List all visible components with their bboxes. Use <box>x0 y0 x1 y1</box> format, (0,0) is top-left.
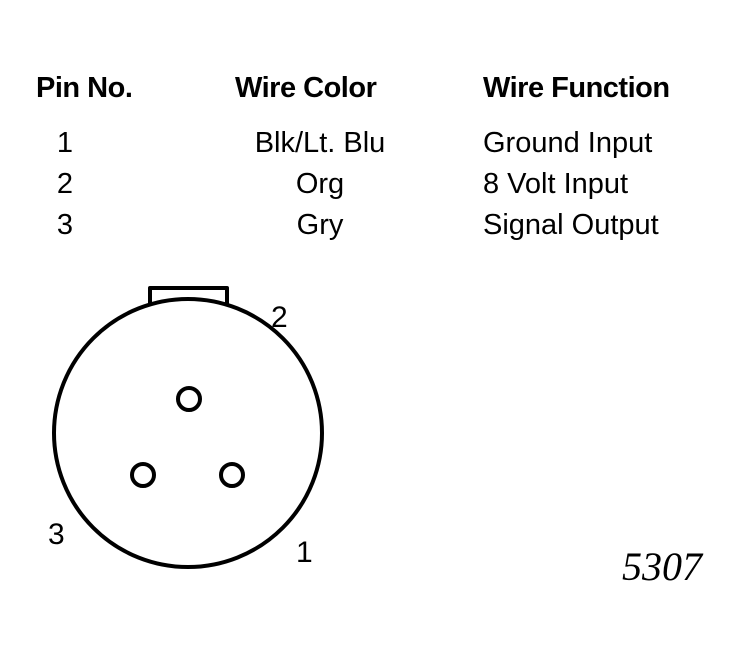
connector-diagram: 2 3 1 <box>48 286 324 569</box>
pin-number: 3 <box>56 209 74 241</box>
pin-label-1: 1 <box>296 536 313 569</box>
pin-1-socket <box>219 462 245 488</box>
pin-3-socket <box>130 462 156 488</box>
pin-label-3: 3 <box>48 518 65 551</box>
wire-color: Blk/Lt. Blu <box>254 127 386 159</box>
header-wire-function: Wire Function <box>483 72 670 104</box>
connector-body <box>52 297 324 569</box>
header-pin-no: Pin No. <box>36 72 133 104</box>
table-row: 2 Org 8 Volt Input <box>0 168 756 208</box>
header-wire-color: Wire Color <box>235 72 377 104</box>
wire-function: 8 Volt Input <box>483 168 629 200</box>
connector-key-tab <box>148 286 229 314</box>
wire-color: Gry <box>296 209 344 241</box>
wire-color: Org <box>295 168 345 200</box>
table-row: 1 Blk/Lt. Blu Ground Input <box>0 127 756 167</box>
figure-number: 5307 <box>622 544 702 589</box>
pin-table: Pin No. Wire Color Wire Function 1 Blk/L… <box>0 0 756 260</box>
table-row: 3 Gry Signal Output <box>0 209 756 249</box>
wire-function: Ground Input <box>483 127 653 159</box>
wire-function: Signal Output <box>483 209 659 241</box>
pin-number: 1 <box>56 127 74 159</box>
pin-number: 2 <box>56 168 74 200</box>
pin-2-socket <box>176 386 202 412</box>
pin-label-2: 2 <box>271 301 288 334</box>
